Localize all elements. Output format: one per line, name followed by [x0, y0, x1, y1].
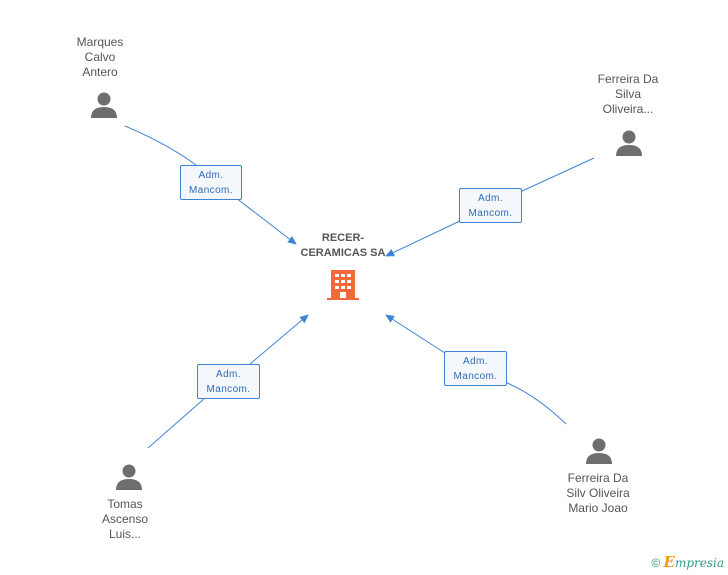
person-node[interactable]: Ferreira Da Silv Oliveira Mario Joao: [546, 471, 650, 516]
building-icon[interactable]: [327, 268, 359, 300]
person-icon[interactable]: [615, 129, 643, 157]
relation-arrow-line: [235, 197, 297, 245]
person-name: Ferreira Da Silv Oliveira Mario Joao: [566, 471, 630, 515]
relation-label[interactable]: Adm. Mancom.: [444, 351, 507, 386]
relation-line: [504, 381, 567, 425]
person-name: Marques Calvo Antero: [76, 35, 124, 79]
relation-line: [147, 397, 206, 449]
relation-label[interactable]: Adm. Mancom.: [180, 165, 242, 200]
person-node[interactable]: Tomas Ascenso Luis...: [75, 497, 175, 542]
person-name: Ferreira Da Silva Oliveira...: [597, 72, 659, 116]
relation-arrow-line: [385, 219, 463, 257]
relation-label[interactable]: Adm. Mancom.: [197, 364, 260, 399]
person-name: Tomas Ascenso Luis...: [101, 497, 149, 541]
person-icon[interactable]: [585, 437, 613, 465]
relation-label[interactable]: Adm. Mancom.: [459, 188, 522, 223]
person-node[interactable]: Marques Calvo Antero: [50, 35, 150, 80]
relation-arrow-line: [249, 314, 309, 365]
company-name[interactable]: RECER- CERAMICAS SA: [300, 232, 386, 259]
relation-line: [519, 157, 595, 193]
relation-arrow-line: [385, 314, 449, 356]
relation-line: [124, 125, 201, 169]
brand-footer[interactable]: © Empresia: [651, 553, 724, 571]
copyright-icon: ©: [651, 556, 661, 570]
person-node[interactable]: Ferreira Da Silva Oliveira...: [578, 72, 678, 117]
person-icon[interactable]: [115, 463, 143, 491]
brand-logo: Empresia: [663, 553, 725, 571]
person-icon[interactable]: [90, 91, 118, 119]
